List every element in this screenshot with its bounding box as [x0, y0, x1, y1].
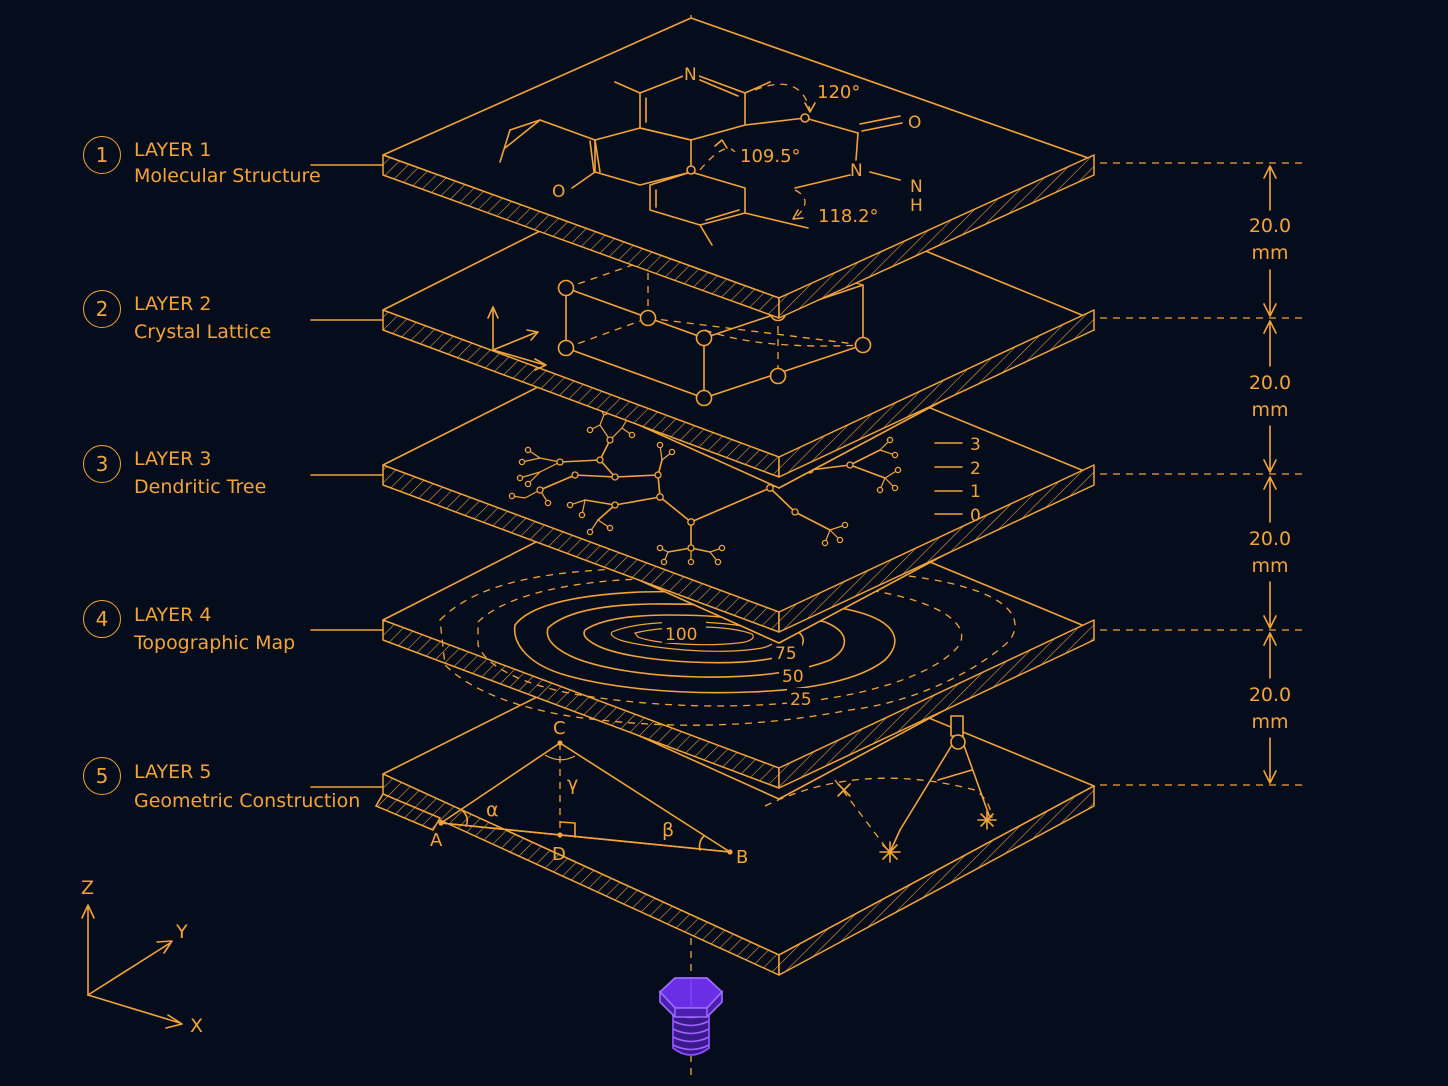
geometric-construction: A B C D α β γ [430, 718, 748, 868]
tree-level-1: 1 [970, 482, 981, 502]
atom-o1: O [908, 113, 921, 133]
lattice-axis-arrows [487, 306, 547, 371]
point-a-label: A [430, 830, 443, 851]
layer-number-badge: 4 [83, 600, 121, 638]
axis-z-label: Z [81, 877, 94, 899]
point-b-label: B [736, 847, 748, 868]
tree-level-2: 2 [970, 459, 981, 479]
beta-label: β [662, 819, 674, 841]
dimension-label-2: 20.0 mm [1240, 370, 1300, 424]
dimension-arrows [1263, 165, 1277, 784]
dimension-unit: mm [1251, 711, 1289, 733]
dimension-unit: mm [1251, 555, 1289, 577]
label-leaders [310, 164, 384, 788]
tree-level-legend: 3 2 1 0 [934, 435, 981, 526]
topographic-map: 100 75 50 25 [439, 562, 1016, 726]
layer-number-badge: 5 [83, 757, 121, 795]
contour-label-100: 100 [665, 625, 697, 645]
dimension-value: 20.0 [1248, 684, 1292, 706]
dimension-label-3: 20.0 mm [1240, 526, 1300, 580]
layer-title: LAYER 1 [134, 139, 212, 161]
layer-1-plate [382, 17, 1095, 319]
atom-h: H [910, 196, 923, 216]
axis-y-label: Y [175, 921, 188, 943]
tree-nodes [508, 408, 902, 566]
molecular-structure: N O O N N H 120° 109.5° 118.2° [499, 63, 923, 246]
layer-title: LAYER 5 [134, 761, 212, 783]
dimension-label-1: 20.0 mm [1240, 213, 1300, 267]
layer-title: LAYER 4 [134, 604, 212, 626]
angle-label-c: 118.2° [818, 206, 879, 227]
layer-title: LAYER 2 [134, 293, 212, 315]
layer-number-badge: 2 [83, 290, 121, 328]
dimension-unit: mm [1251, 242, 1289, 264]
atom-n2: N [850, 161, 863, 181]
alpha-label: α [486, 799, 499, 821]
dimension-value: 20.0 [1248, 528, 1292, 550]
layer-number-badge: 1 [83, 136, 121, 174]
layer-subtitle: Crystal Lattice [134, 321, 272, 343]
dimension-value: 20.0 [1248, 215, 1292, 237]
layer-subtitle: Topographic Map [134, 632, 296, 654]
dimension-value: 20.0 [1248, 372, 1292, 394]
layer-subtitle: Dendritic Tree [134, 476, 267, 498]
atom-o2: O [552, 182, 565, 202]
contour-label-25: 25 [790, 690, 812, 710]
atom-n1: N [684, 65, 697, 85]
dimension-unit: mm [1251, 399, 1289, 421]
xyz-axes-indicator: Z Y X [81, 877, 203, 1037]
atom-n3: N [910, 177, 923, 197]
layer-subtitle: Geometric Construction [134, 790, 361, 812]
layer-title: LAYER 3 [134, 448, 212, 470]
gamma-label: γ [567, 773, 578, 795]
layer-subtitle: Molecular Structure [134, 165, 321, 187]
dimension-label-4: 20.0 mm [1240, 682, 1300, 736]
contour-label-50: 50 [782, 667, 804, 687]
tree-level-0: 0 [970, 506, 981, 526]
hex-bolt-icon [658, 977, 724, 1056]
angle-label-a: 120° [817, 82, 860, 103]
point-c-label: C [553, 718, 566, 739]
tree-level-3: 3 [970, 435, 981, 455]
contour-label-75: 75 [775, 644, 797, 664]
point-d-label: D [552, 844, 566, 865]
compass-construction [764, 715, 997, 863]
angle-label-b: 109.5° [740, 146, 801, 167]
layer-number-badge: 3 [83, 445, 121, 483]
axis-x-label: X [190, 1015, 203, 1037]
